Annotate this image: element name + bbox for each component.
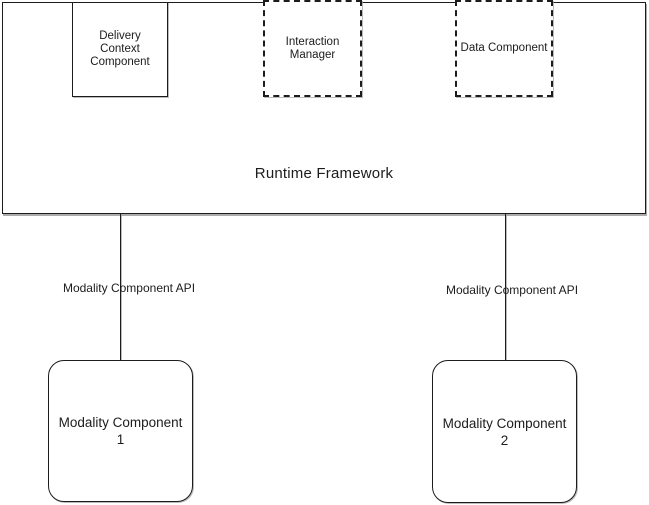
interaction-manager-box: Interaction Manager xyxy=(263,0,362,97)
label-line: 2 xyxy=(500,432,509,448)
label-line: Modality Component xyxy=(58,415,183,430)
label-line: Component xyxy=(90,56,150,68)
modality-api-connector-right xyxy=(505,214,506,360)
delivery-context-component-label: Delivery Context Component xyxy=(90,30,149,69)
label-line: Manager xyxy=(289,48,336,61)
data-component-label: Data Component xyxy=(461,42,548,55)
delivery-context-component-box: Delivery Context Component xyxy=(72,2,168,97)
label-line: Interaction xyxy=(285,35,340,48)
label-line: Modality Component xyxy=(442,415,567,431)
modality-component-api-label-right: Modality Component API xyxy=(445,283,579,297)
modality-api-connector-left xyxy=(120,214,121,360)
label-line: Delivery xyxy=(99,30,141,42)
interaction-manager-label: Interaction Manager xyxy=(286,36,340,62)
modality-component-1-box: Modality Component 1 xyxy=(48,360,193,502)
data-component-box: Data Component xyxy=(455,0,553,97)
label-line: Data Component xyxy=(460,42,548,54)
modality-component-2-box: Modality Component 2 xyxy=(432,360,577,503)
runtime-framework-label: Runtime Framework xyxy=(254,165,394,182)
modality-component-1-label: Modality Component 1 xyxy=(59,414,183,448)
modality-component-api-label-left: Modality Component API xyxy=(62,281,196,295)
modality-component-2-label: Modality Component 2 xyxy=(443,415,567,449)
label-line: Context xyxy=(100,43,140,55)
label-line: 1 xyxy=(116,432,125,447)
